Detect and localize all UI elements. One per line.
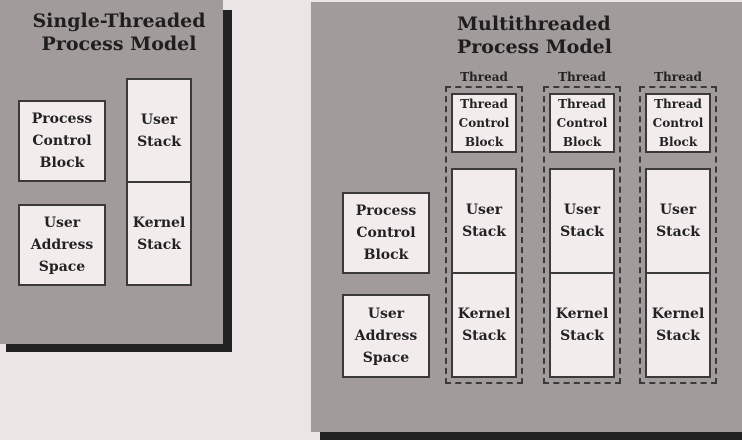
single-pcb-box: Process Control Block [18,100,106,182]
single-panel-title: Single-Threaded Process Model [32,10,206,55]
multi-user-address-space-box: User Address Space [342,294,430,378]
thread-kernel-stack-box: Kernel Stack [549,272,615,378]
thread-boundary [639,86,717,384]
thread-user-stack-box: User Stack [645,168,711,274]
thread-control-block-box: Thread Control Block [451,93,517,153]
single-user-address-space-box: User Address Space [18,204,106,286]
multi-panel-title: Multithreaded Process Model [457,13,612,58]
thread-user-stack-box: User Stack [451,168,517,274]
thread-user-stack-box: User Stack [549,168,615,274]
thread-control-block-box: Thread Control Block [645,93,711,153]
thread-boundary [543,86,621,384]
thread-label: Thread [460,70,508,84]
thread-kernel-stack-box: Kernel Stack [645,272,711,378]
multi-pcb-box: Process Control Block [342,192,430,274]
thread-label: Thread [558,70,606,84]
thread-control-block-box: Thread Control Block [549,93,615,153]
thread-kernel-stack-box: Kernel Stack [451,272,517,378]
single-user-stack-box: User Stack [126,78,192,183]
multithreaded-panel: Multithreaded Process Model Process Cont… [311,2,742,432]
thread-boundary [445,86,523,384]
single-kernel-stack-box: Kernel Stack [126,181,192,286]
thread-label: Thread [654,70,702,84]
single-threaded-panel: Single-Threaded Process Model Process Co… [0,0,223,344]
